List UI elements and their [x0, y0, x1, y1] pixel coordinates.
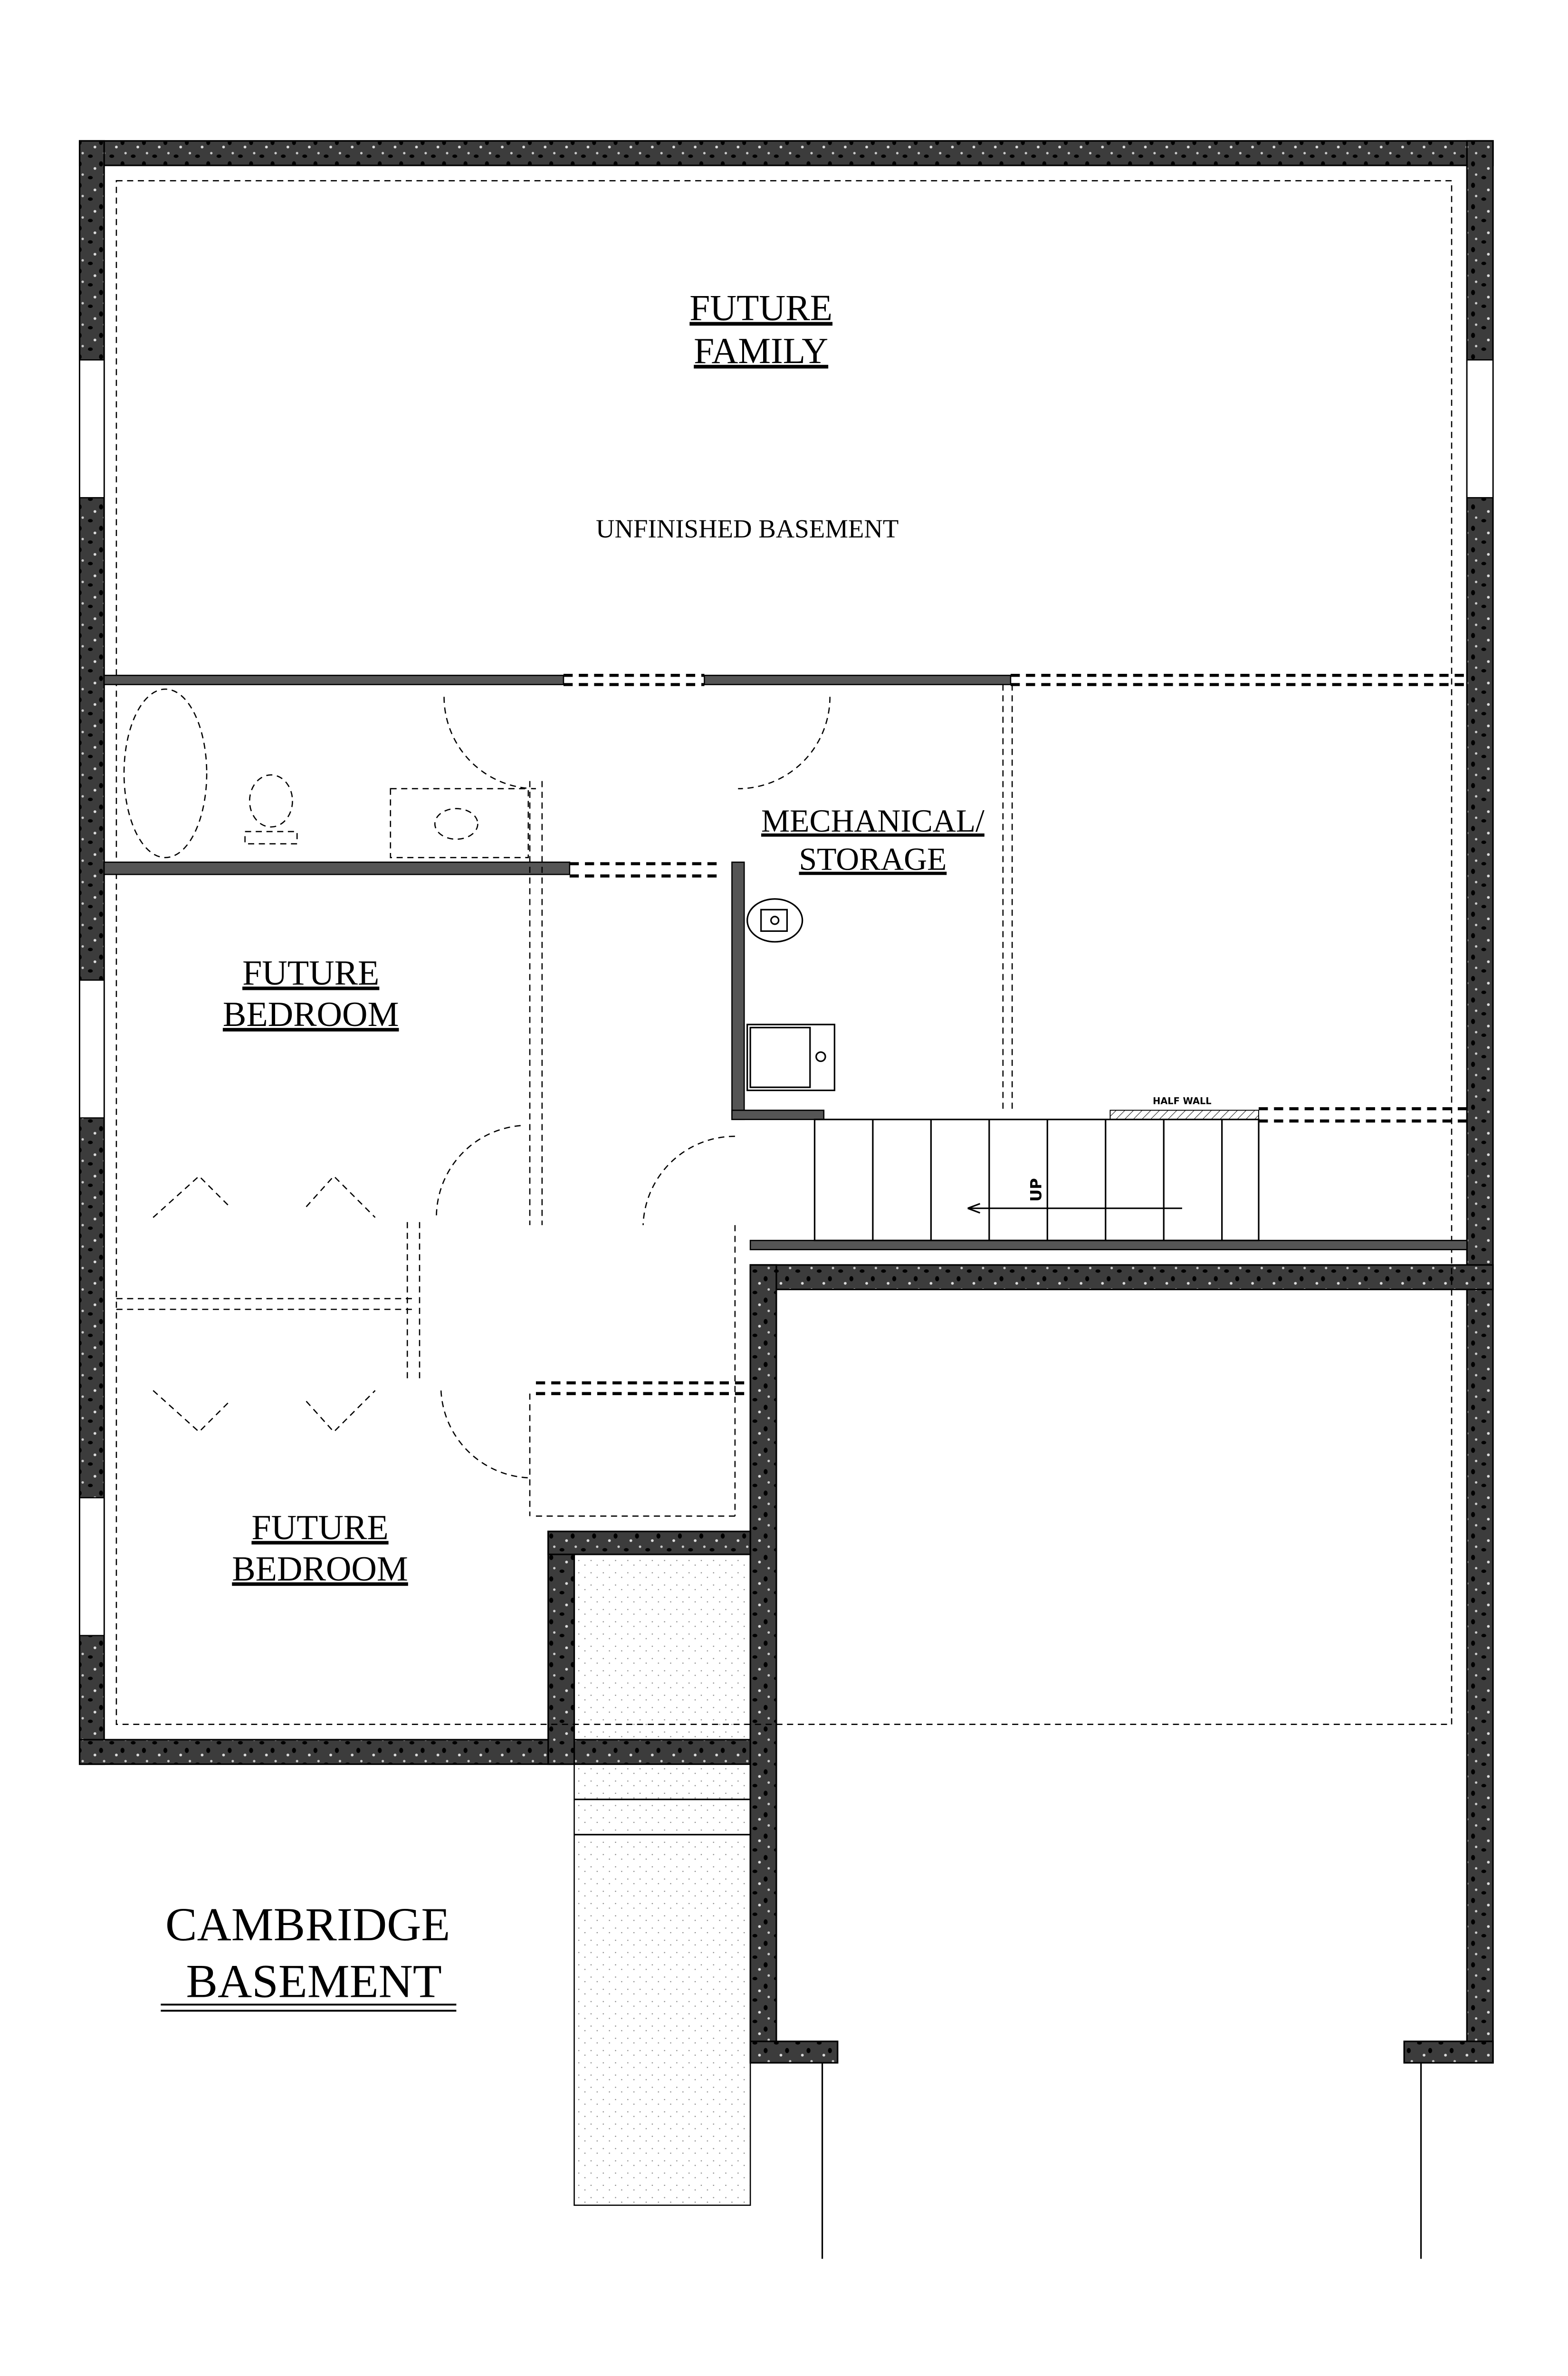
mechanical-equipment	[746, 898, 835, 1092]
water-heater-icon	[746, 898, 803, 943]
toilet-icon	[249, 774, 293, 828]
foundation-walls	[78, 140, 1494, 2064]
bedroom2-label-2: BEDROOM	[232, 1550, 408, 1589]
interior-walls	[103, 673, 1468, 1517]
bedroom2-label-1: FUTURE	[251, 1508, 388, 1547]
bath-fixtures	[123, 688, 529, 858]
half-wall-label: HALF WALL	[1153, 1096, 1211, 1107]
porch-slab	[574, 1553, 751, 2206]
windows	[79, 359, 1494, 1637]
bedroom1-label-1: FUTURE	[242, 954, 379, 993]
finish-line	[115, 180, 1453, 1725]
plan-title-1: CAMBRIDGE	[165, 1898, 450, 1951]
furnace-icon	[746, 1024, 835, 1092]
plan-title-2: BASEMENT	[186, 1954, 441, 2007]
mechanical-label-1: MECHANICAL/	[761, 803, 985, 839]
bedroom1-label-2: BEDROOM	[223, 995, 399, 1034]
floor-plan: FUTURE FAMILY UNFINISHED BASEMENT MECHAN…	[78, 140, 1494, 2259]
family-label-1: FUTURE	[689, 287, 832, 328]
unfinished-label: UNFINISHED BASEMENT	[596, 514, 899, 543]
stairs-up-label: UP	[1027, 1178, 1045, 1202]
sink-icon	[390, 788, 529, 858]
bathtub-icon	[123, 688, 208, 858]
stairs	[813, 1119, 1260, 1241]
doors	[153, 697, 831, 1479]
family-label-2: FAMILY	[694, 330, 828, 371]
mechanical-label-2: STORAGE	[799, 841, 947, 877]
room-labels: FUTURE FAMILY UNFINISHED BASEMENT MECHAN…	[161, 287, 1212, 2012]
half-wall	[1109, 1110, 1259, 1120]
